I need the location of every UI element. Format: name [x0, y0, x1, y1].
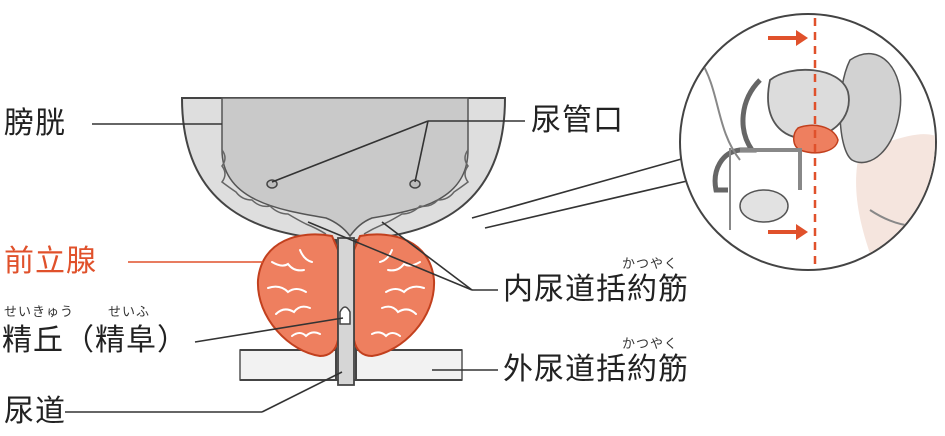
ruby-internal-sphincter: かつやく: [622, 257, 679, 272]
label-verumontanum: 精丘（精阜）: [2, 323, 188, 358]
urethra-shape: [337, 237, 355, 386]
cut-arrow-top: [768, 30, 808, 46]
label-urethra: 尿道: [4, 394, 66, 429]
inset-pelvis-circle: [679, 13, 937, 271]
label-external-sphincter: 外尿道括約筋: [503, 352, 689, 387]
leader-lines: [65, 120, 701, 413]
label-internal-sphincter: 内尿道括約筋: [503, 272, 689, 307]
label-bladder: 膀胱: [4, 106, 66, 141]
ruby-external-sphincter: かつやく: [622, 337, 679, 352]
label-prostate: 前立腺: [4, 244, 97, 279]
label-urethral-orifice: 尿管口: [531, 103, 624, 138]
cut-arrow-bottom: [768, 224, 808, 240]
ruby-verumontanum-1: せいきゅう: [4, 305, 75, 320]
ruby-verumontanum-2: せいふ: [108, 305, 151, 320]
